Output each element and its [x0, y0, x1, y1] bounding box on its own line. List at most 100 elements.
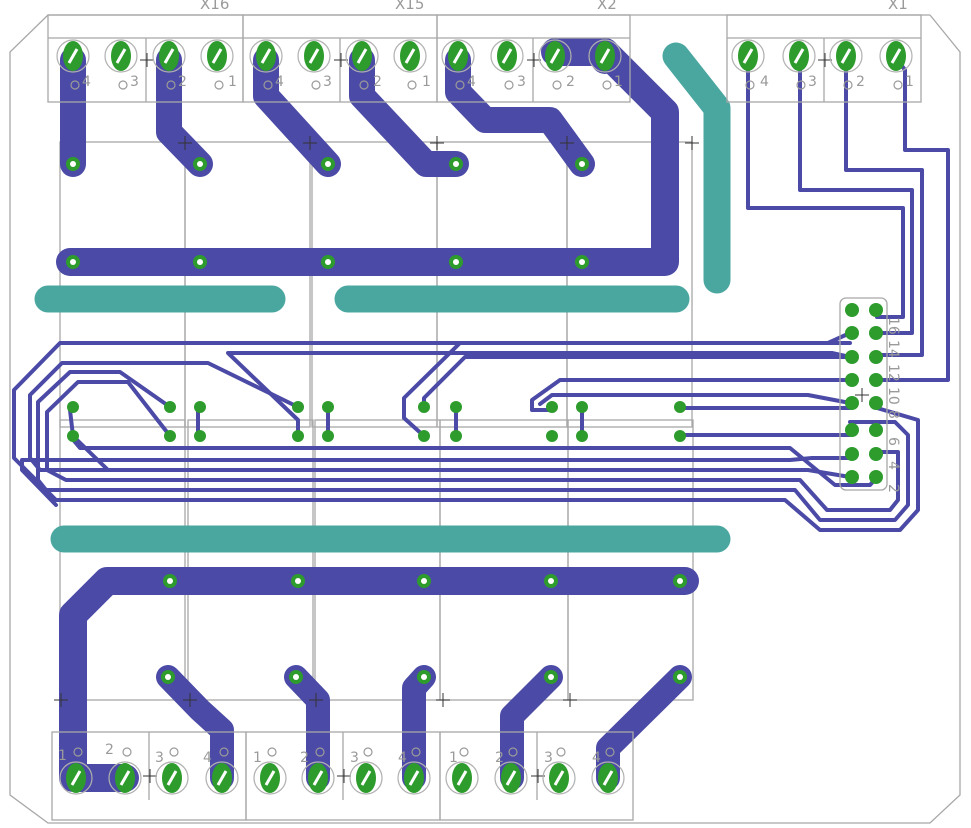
terminal-screw-hole — [407, 80, 417, 90]
terminal-screw-hole — [311, 80, 321, 90]
pin-label: 1 — [422, 74, 431, 90]
top-copper-layer — [34, 42, 731, 553]
pin-label: 3 — [544, 750, 553, 766]
terminal-pad-ring — [731, 39, 765, 73]
terminal-pad-slot — [360, 770, 372, 786]
relay-pad-holes — [70, 161, 683, 680]
terminal-pad-ring — [879, 39, 913, 73]
terminal-screw-hole — [166, 80, 176, 90]
pin-label: 1 — [253, 750, 262, 766]
terminal-pad-slot — [890, 48, 902, 64]
header-pin-label: 4 — [885, 461, 901, 470]
pin-label: 4 — [275, 74, 284, 90]
terminal-screw-hole — [508, 747, 518, 757]
terminal-screw-hole — [363, 747, 373, 757]
terminal-pad-ring — [301, 761, 335, 795]
terminal-pad-ring — [538, 39, 572, 73]
pin-label: 3 — [323, 74, 332, 90]
terminal-pad-ring — [588, 39, 622, 73]
pin-label: 1 — [614, 74, 623, 90]
connector-housings-bottom — [51, 731, 634, 821]
terminal-pad-ring — [200, 39, 234, 73]
pin-label: 2 — [300, 750, 309, 766]
terminal-pad-slot — [70, 770, 82, 786]
terminal-pad-ring — [152, 39, 186, 73]
terminal-screw-hole — [504, 80, 514, 90]
pin-label: 2 — [105, 742, 114, 758]
pin-label: 1 — [228, 74, 237, 90]
terminal-pad-slot — [115, 48, 127, 64]
terminal-screw-hole — [263, 80, 273, 90]
crosshair-marks — [54, 53, 869, 783]
header-pin-label: 2 — [885, 484, 901, 493]
terminal-pad-ring — [108, 761, 142, 795]
terminal-pad-ring — [445, 761, 479, 795]
terminal-pads — [56, 39, 913, 795]
connector-labels: X16 X15 X2 X1 — [200, 0, 908, 13]
terminal-pad-slot — [456, 770, 468, 786]
terminal-screw-hole — [214, 80, 224, 90]
terminal-pad-slot — [793, 48, 805, 64]
terminal-pad-slot — [840, 48, 852, 64]
terminal-pad-slot — [216, 770, 228, 786]
terminal-pad-ring — [782, 39, 816, 73]
pin-label: 2 — [495, 750, 504, 766]
header-pads — [845, 303, 883, 484]
pin-label: 1 — [905, 74, 914, 90]
terminal-screw-hole — [411, 747, 421, 757]
terminal-screw-hole — [556, 747, 566, 757]
terminal-pad-slot — [553, 770, 565, 786]
terminal-pad-ring — [104, 39, 138, 73]
terminal-pad-slot — [742, 48, 754, 64]
terminal-screw-hole — [315, 747, 325, 757]
bottom-copper-layer — [12, 38, 950, 792]
terminal-pad-ring — [59, 761, 93, 795]
terminal-pad-ring — [441, 39, 475, 73]
terminal-pad-ring — [591, 761, 625, 795]
terminal-pad-slot — [312, 770, 324, 786]
pin-label: 1 — [58, 748, 67, 764]
terminal-screw-hole — [602, 80, 612, 90]
terminal-pad-slot — [264, 770, 276, 786]
terminal-pad-slot — [501, 48, 513, 64]
terminal-screw-hole — [745, 80, 755, 90]
terminal-pad-ring — [297, 39, 331, 73]
terminal-screw-hole — [552, 80, 562, 90]
relay-outlines-upper — [59, 141, 693, 428]
terminal-pad-ring — [490, 39, 524, 73]
terminal-pad-slot — [211, 48, 223, 64]
pin-numbers-bottom: 1 2 3 4 1 2 3 4 1 2 3 4 — [58, 742, 601, 766]
pin-numbers-top: 4 3 2 1 4 3 2 1 4 3 2 1 4 3 2 1 — [82, 74, 914, 90]
pin-label: 2 — [566, 74, 575, 90]
terminal-pad-slot — [260, 48, 272, 64]
terminal-pad-slot — [356, 48, 368, 64]
header-pin-label: 14 — [885, 340, 901, 358]
terminal-screw-hole — [122, 747, 132, 757]
terminal-screw-hole — [796, 80, 806, 90]
pin-label: 3 — [517, 74, 526, 90]
pin-label: 2 — [856, 74, 865, 90]
relay-outlines-lower — [59, 419, 694, 701]
terminal-screw-hole — [169, 747, 179, 757]
terminal-pad-slot — [308, 48, 320, 64]
terminal-screw-hole — [893, 80, 903, 90]
pin-label: 3 — [808, 74, 817, 90]
terminal-pad-slot — [599, 48, 611, 64]
pin-label: 3 — [155, 750, 164, 766]
connector-label-x16: X16 — [200, 0, 229, 13]
terminal-pad-slot — [166, 770, 178, 786]
terminal-pad-ring — [542, 761, 576, 795]
terminal-pad-slot — [549, 48, 561, 64]
pin-label: 3 — [350, 750, 359, 766]
terminal-screw-hole — [843, 80, 853, 90]
header-pin-label: 16 — [885, 317, 901, 335]
terminal-pad-ring — [397, 761, 431, 795]
header-outline — [839, 297, 888, 491]
terminal-pad-slot — [408, 770, 420, 786]
header-pin-label: 12 — [885, 364, 901, 382]
pin-label: 2 — [373, 74, 382, 90]
connector-housings-top — [47, 14, 922, 103]
header-pin-label: 10 — [885, 387, 901, 405]
pin-label: 4 — [592, 750, 601, 766]
